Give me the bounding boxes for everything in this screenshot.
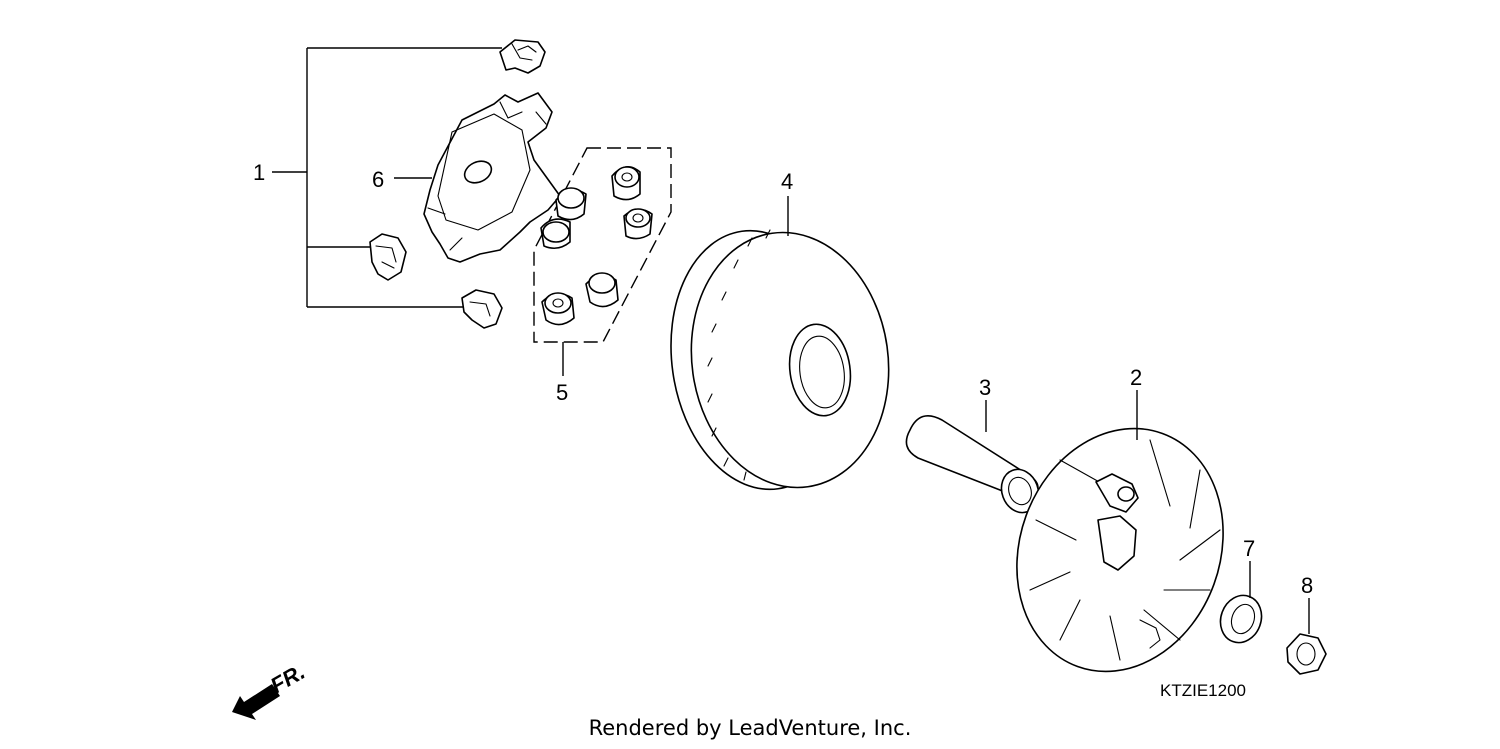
weight-rollers[interactable]: [540, 166, 653, 326]
slider-piece-top[interactable]: [499, 39, 546, 74]
flange-nut[interactable]: [1286, 633, 1327, 675]
callout-2[interactable]: 2: [1130, 365, 1142, 390]
weight-roller: [540, 218, 571, 250]
leader-lines: [394, 177, 1310, 634]
slider-piece-bottom[interactable]: [461, 289, 503, 329]
callout-7[interactable]: 7: [1243, 536, 1255, 561]
front-direction-arrow-icon: [232, 684, 280, 720]
weight-roller: [541, 292, 575, 326]
callout-4[interactable]: 4: [781, 169, 793, 194]
washer[interactable]: [1214, 590, 1268, 649]
weight-roller: [555, 187, 587, 221]
callout-6[interactable]: 6: [372, 167, 384, 192]
drive-face-fan[interactable]: [984, 399, 1257, 700]
front-direction-marker: FR.: [232, 659, 309, 720]
callout-8[interactable]: 8: [1301, 573, 1313, 598]
diagram-code: KTZIE1200: [1160, 681, 1246, 700]
movable-drive-face[interactable]: [655, 219, 905, 501]
weight-roller: [585, 272, 619, 308]
footer-credit: Rendered by LeadVenture, Inc.: [588, 716, 912, 740]
weight-roller: [623, 208, 653, 240]
weight-roller: [611, 166, 641, 201]
callout-1[interactable]: 1: [253, 160, 265, 185]
slider-piece-middle[interactable]: [369, 233, 407, 281]
roller-set-enclosure: [533, 147, 672, 343]
callout-5[interactable]: 5: [556, 380, 568, 405]
drive-face-collar[interactable]: [905, 414, 1044, 518]
ramp-plate[interactable]: [423, 92, 561, 263]
group-bracket-1: [272, 47, 502, 308]
callout-3[interactable]: 3: [979, 375, 991, 400]
